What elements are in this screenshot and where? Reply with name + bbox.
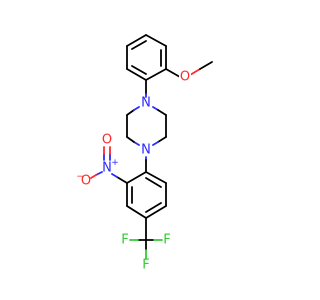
bond [199,61,213,70]
atom-label-fluorine-bottom: F [142,258,149,273]
nitro-group [90,146,128,184]
bond [126,68,147,81]
trifluoromethyl-group [129,217,163,260]
bond [126,109,135,116]
bond [133,106,140,111]
bond [157,136,167,143]
nitrogen-label: N [102,161,112,176]
bond [126,171,147,184]
bond [95,171,103,176]
double-bond-inner [145,202,162,213]
oxygen-label: O [102,133,112,148]
bond [90,174,97,179]
bond [145,171,167,184]
bond [145,68,167,81]
bond [152,141,159,146]
methoxyphenyl-ring [126,34,167,81]
fluorine-label: F [121,233,128,248]
bond [126,34,147,47]
fluorine-label: F [163,233,170,248]
bond [157,109,167,116]
atom-label-fluorine-left: F [121,233,128,248]
atom-label-piperazine-n-bottom: N [141,143,151,158]
atom-label-nitro-o-double: O [102,133,112,148]
bond [133,141,140,146]
bond [145,205,167,219]
piperazine-ring [126,106,167,146]
fluorine-label: F [142,258,149,273]
methoxy-group [165,61,213,78]
double-bond-inner [145,177,162,188]
negative-charge: − [76,172,84,182]
positive-charge: + [111,158,119,168]
bond [165,68,181,78]
atom-label-nitro-n: N + [102,158,119,176]
bond [126,205,147,219]
oxygen-label: O [180,70,190,85]
bond [152,106,159,111]
nitrogen-label: N [141,143,151,158]
atom-label-piperazine-n-top: N [141,96,151,111]
bond [126,136,135,143]
oxygen-label: O [81,174,91,189]
double-bond-inner [131,40,147,50]
bond [145,34,167,47]
bond [116,176,128,184]
double-bond-inner [131,65,147,75]
atom-label-fluorine-right: F [163,233,170,248]
atom-label-nitro-o-minus: O − [76,172,91,189]
bond [189,68,201,76]
atom-label-methoxy-o: O [179,70,191,85]
nitrogen-label: N [141,96,151,111]
nitrophenyl-ring [126,171,167,219]
bond [111,173,118,178]
molecule-structure: O N N N + O − O F F F [76,34,213,273]
